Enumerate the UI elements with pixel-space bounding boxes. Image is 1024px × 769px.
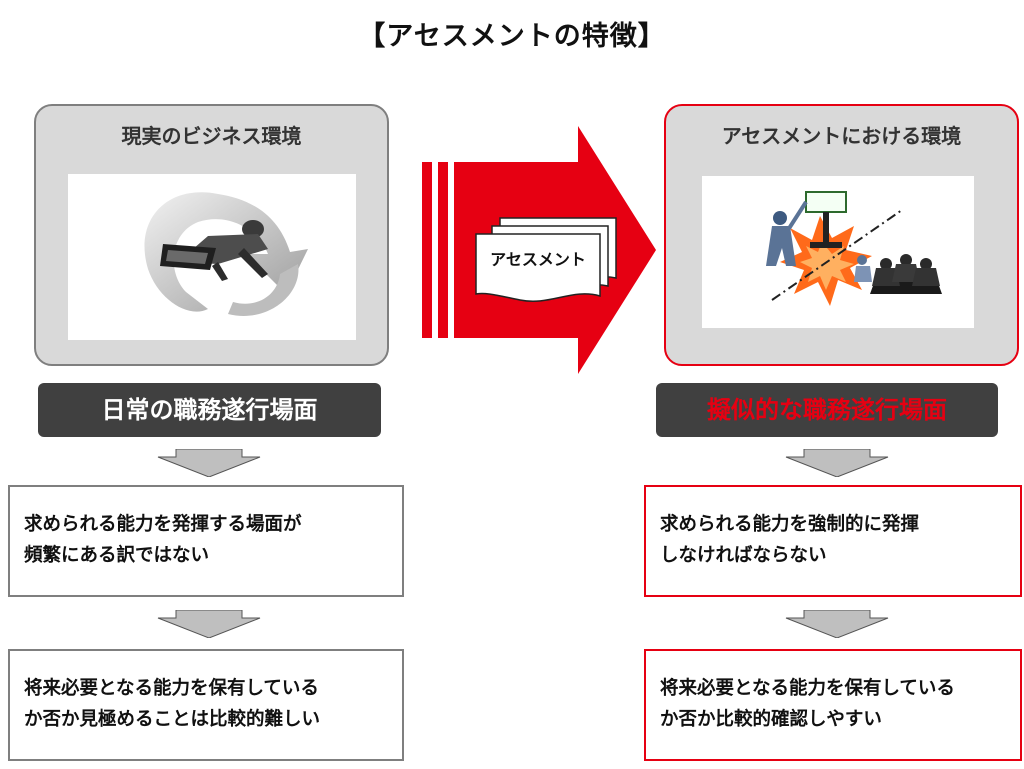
down-arrow-icon [157,610,261,638]
assessment-environment-panel: アセスメントにおける環境 [664,104,1019,366]
down-arrow-icon [157,449,261,477]
meeting-presentation-icon [766,191,942,306]
note-line: 将来必要となる能力を保有している [660,678,955,699]
simulated-work-scene-bar: 擬似的な職務遂行場面 [656,383,998,437]
left-opportunity-note: 求められる能力を発揮する場面が 頻繁にある訳ではない [8,485,404,597]
real-business-panel-title: 現実のビジネス環境 [121,124,302,148]
note-line: 将来必要となる能力を保有している [24,678,319,699]
right-opportunity-note: 求められる能力を強制的に発揮 しなければならない [644,485,1022,597]
note-line: 求められる能力を発揮する場面が [24,514,302,535]
real-business-panel: 現実のビジネス環境 [34,104,389,366]
assessment-document-label: アセスメント [490,250,586,269]
down-arrow-icon [785,610,889,638]
note-line: しなければならない [660,545,827,566]
daily-work-scene-bar: 日常の職務遂行場面 [38,383,381,437]
meeting-presentation-clipart [702,176,974,328]
left-capability-note: 将来必要となる能力を保有している か否か見極めることは比較的難しい [8,649,404,761]
note-line: 求められる能力を強制的に発揮 [660,514,920,535]
transition-arrow: アセスメント [420,126,656,374]
assessment-environment-panel-title: アセスメントにおける環境 [721,124,962,148]
busy-businessman-clipart [68,174,356,340]
right-capability-note: 将来必要となる能力を保有している か否か比較的確認しやすい [644,649,1022,761]
page-title: 【アセスメントの特徴】 [358,21,666,52]
down-arrow-icon [785,449,889,477]
busy-businessman-icon [144,192,308,316]
note-line: か否か比較的確認しやすい [660,709,882,730]
note-line: 頻繁にある訳ではない [24,545,210,566]
note-line: か否か見極めることは比較的難しい [24,709,321,730]
